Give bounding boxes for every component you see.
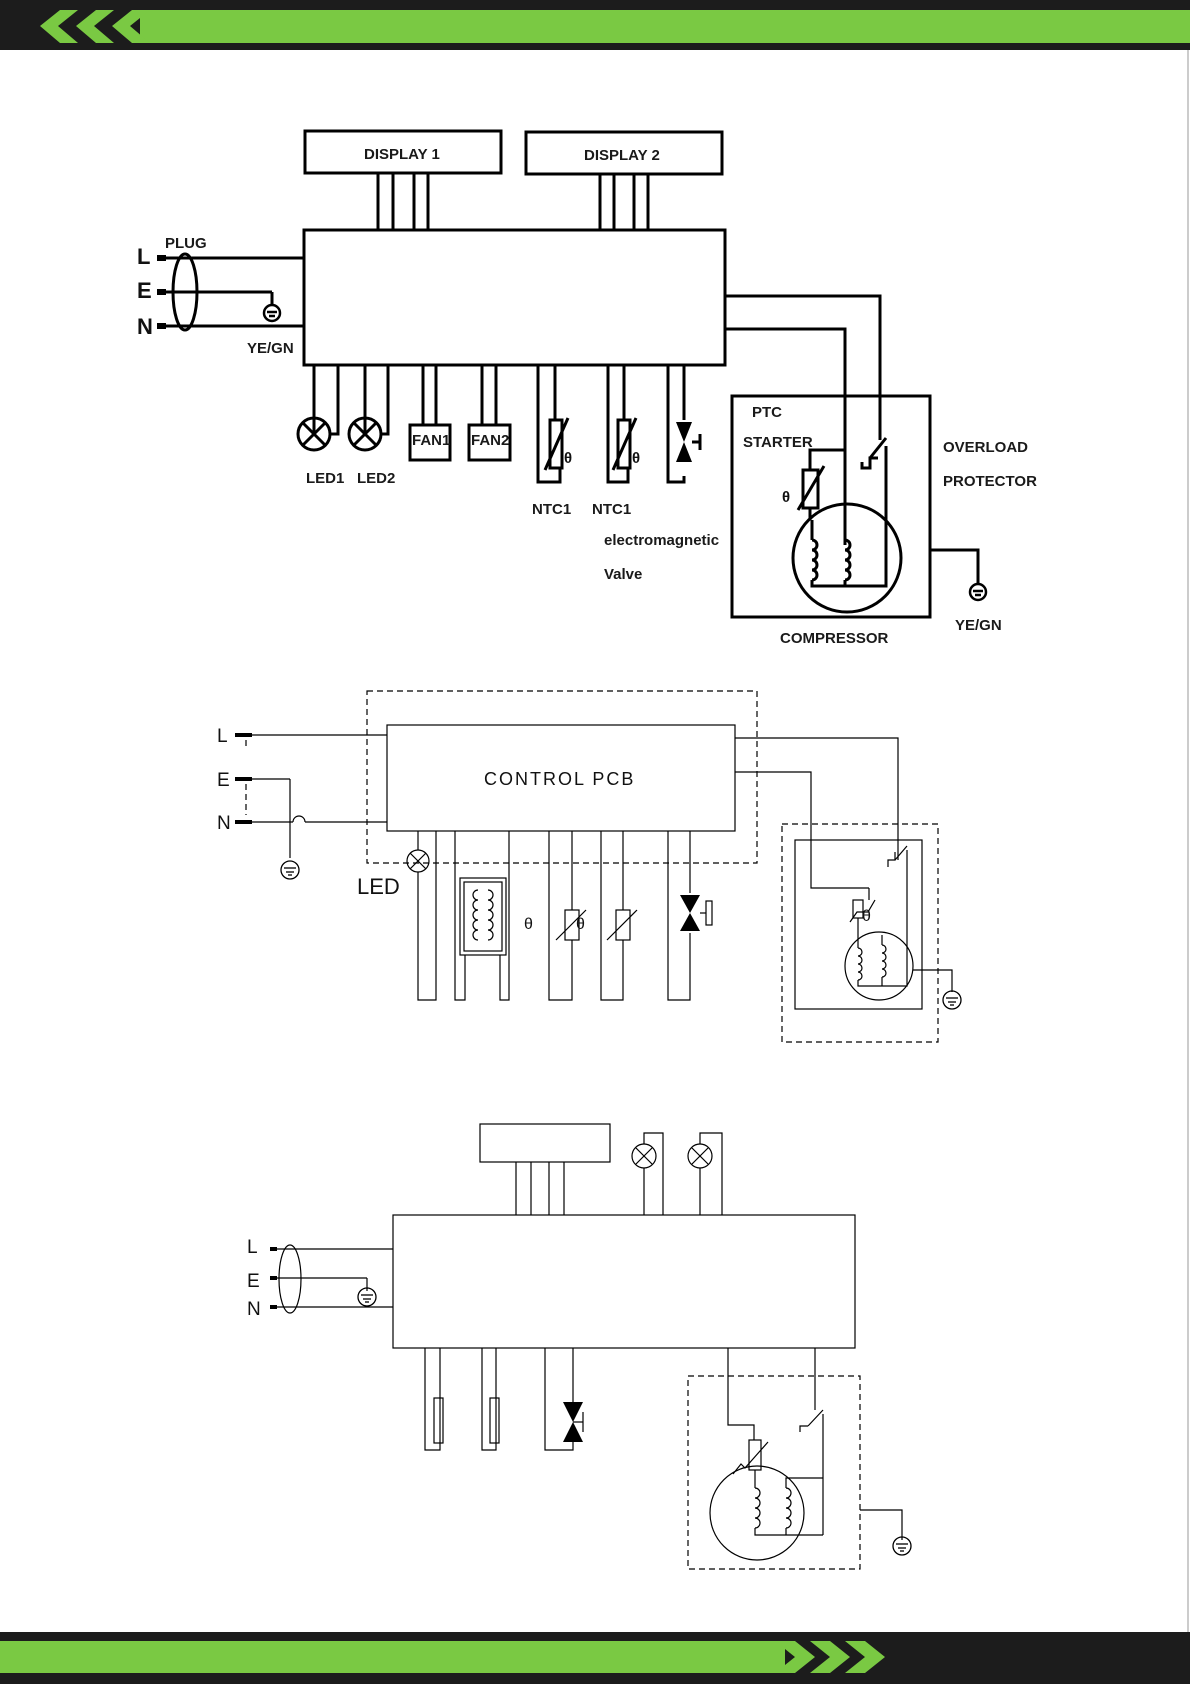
valve-label-line1: electromagnetic: [604, 532, 719, 549]
ntc1-label-b: NTC1: [592, 501, 631, 518]
compressor-motor-icon: [710, 1466, 804, 1560]
ntc1-theta-b: θ: [632, 450, 640, 467]
line-l-label: L: [217, 726, 228, 747]
ptc-theta: θ: [782, 489, 790, 506]
thermistor-icon: [616, 910, 630, 940]
ground-icon: [970, 584, 986, 600]
ptc-theta: θ: [862, 908, 871, 925]
neutral-n-label: N: [247, 1299, 261, 1320]
wiring-diagram-3: L E N: [247, 1124, 911, 1569]
line-l-label: L: [247, 1237, 258, 1258]
ground-icon: [264, 305, 280, 321]
ntc1-label-a: NTC1: [532, 501, 571, 518]
led2-label: LED2: [357, 470, 395, 487]
wiring-diagram-1: DISPLAY 1 DISPLAY 2 PLUG L E N YE/GN LED…: [137, 131, 1037, 647]
overload-label: OVERLOAD: [943, 439, 1028, 456]
plug-label: PLUG: [165, 235, 207, 252]
main-controller-box: [393, 1215, 855, 1348]
sensor-icon: [490, 1398, 499, 1443]
solenoid-valve-icon: [680, 895, 700, 913]
neutral-n-label: N: [217, 813, 231, 834]
earth-e-label: E: [247, 1271, 260, 1292]
display-box: [480, 1124, 610, 1162]
main-controller-box: [304, 230, 725, 365]
sensor-icon: [434, 1398, 443, 1443]
neutral-n-label: N: [137, 314, 153, 339]
fan2-label: FAN2: [471, 432, 509, 449]
yegn-right-label: YE/GN: [955, 617, 1002, 634]
earth-e-label: E: [217, 770, 230, 791]
starter-label: STARTER: [743, 434, 813, 451]
fan1-label: FAN1: [412, 432, 450, 449]
line-l-label: L: [137, 244, 150, 269]
earth-e-label: E: [137, 278, 152, 303]
thermistor-theta-2: θ: [576, 916, 585, 933]
ntc1-theta-a: θ: [564, 450, 572, 467]
footer-bar: [0, 1632, 1190, 1684]
header-bar: [0, 0, 1190, 50]
solenoid-valve-icon: [563, 1402, 583, 1422]
display-1-label: DISPLAY 1: [364, 146, 440, 163]
ground-icon: [943, 991, 961, 1009]
display-2-label: DISPLAY 2: [584, 147, 660, 164]
plug-cable-ellipse: [279, 1245, 301, 1313]
led1-label: LED1: [306, 470, 344, 487]
wiring-diagram-2: L E N CONTROL PCB LED θ θ θ: [217, 691, 961, 1042]
control-pcb-label: CONTROL PCB: [484, 769, 635, 789]
yegn-left-label: YE/GN: [247, 340, 294, 357]
valve-label-line2: Valve: [604, 566, 642, 583]
protector-label: PROTECTOR: [943, 473, 1037, 490]
compressor-motor-icon: [845, 932, 913, 1000]
ground-icon: [281, 861, 299, 879]
ptc-label: PTC: [752, 404, 782, 421]
compressor-label: COMPRESSOR: [780, 630, 889, 647]
led-label: LED: [357, 874, 400, 899]
thermistor-theta-1: θ: [524, 916, 533, 933]
electromagnetic-valve-icon: [676, 422, 692, 442]
transformer-icon: [460, 878, 506, 955]
compressor-dashed-enclosure: [688, 1376, 860, 1569]
